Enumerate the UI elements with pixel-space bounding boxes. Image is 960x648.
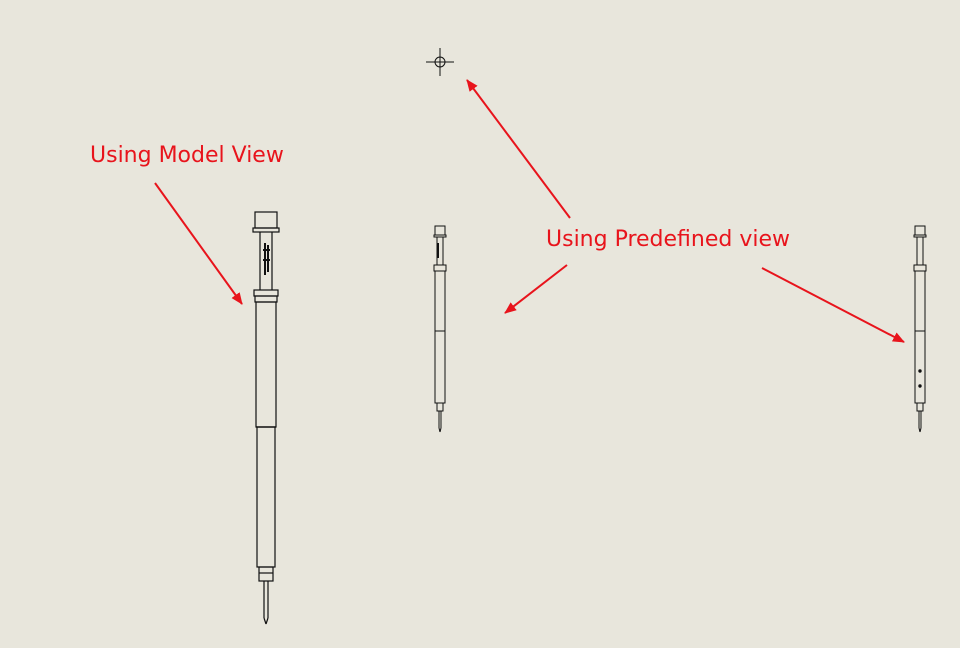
predefined-view-drawing-side[interactable] (913, 225, 927, 433)
predefined-view-drawing-front[interactable] (433, 225, 447, 433)
arrow-model-view (154, 182, 243, 305)
engraved-text-mark (263, 243, 270, 275)
model-view-label: Using Model View (90, 143, 284, 168)
crosshair-origin-icon[interactable] (426, 48, 454, 76)
annotation-arrows (154, 79, 905, 343)
arrow-to-middle-view (504, 264, 568, 314)
arrow-to-origin (466, 79, 571, 219)
model-view-drawing[interactable] (252, 211, 280, 625)
arrow-to-right-view (761, 267, 905, 343)
predefined-view-label: Using Predefined view (546, 227, 791, 252)
